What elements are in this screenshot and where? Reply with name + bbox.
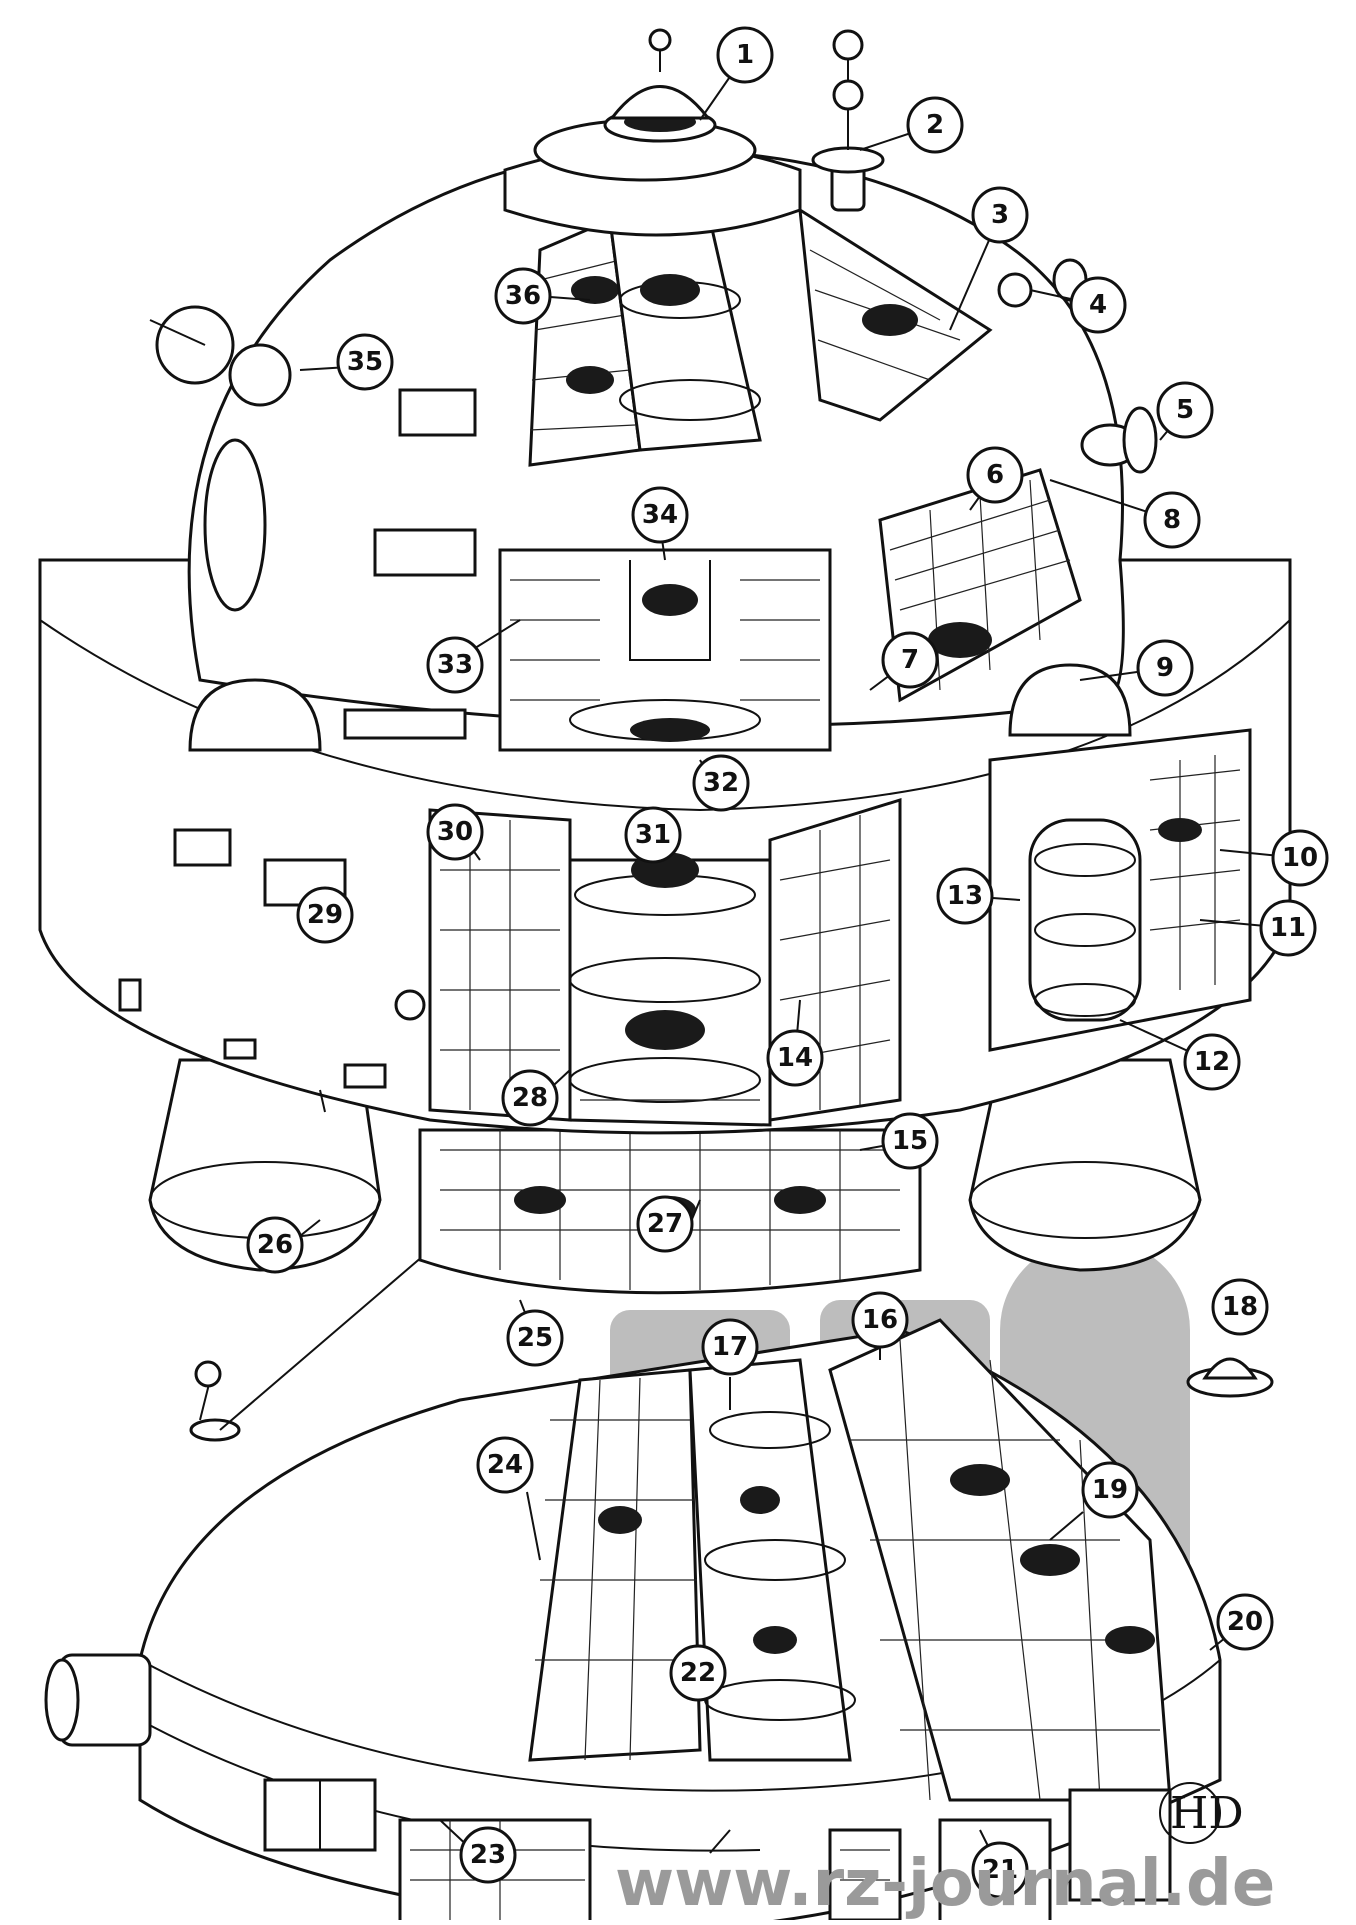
callout-2: 2 <box>906 96 964 154</box>
callout-26: 26 <box>246 1216 304 1274</box>
lower-antenna <box>189 1249 431 1442</box>
callout-6: 6 <box>966 446 1024 504</box>
callout-35-label: 35 <box>347 347 383 377</box>
callout-20-label: 20 <box>1227 1607 1263 1637</box>
callout-12-label: 12 <box>1194 1047 1230 1077</box>
callout-25: 25 <box>506 1309 564 1367</box>
callout-27: 27 <box>636 1195 694 1253</box>
callout-7: 7 <box>881 631 939 689</box>
callout-35: 35 <box>336 333 394 391</box>
callout-28: 28 <box>501 1069 559 1127</box>
watermark-text: www.rz-journal.de <box>615 1847 1275 1920</box>
callout-22-label: 22 <box>680 1658 716 1688</box>
callout-25-label: 25 <box>517 1323 553 1353</box>
callout-34-label: 34 <box>642 500 678 530</box>
callout-2-label: 2 <box>926 110 944 140</box>
top-antenna <box>811 29 885 212</box>
callout-5-label: 5 <box>1176 395 1194 425</box>
callout-1-label: 1 <box>736 40 754 70</box>
callout-26-label: 26 <box>257 1230 293 1260</box>
small-probe <box>1186 1357 1274 1398</box>
callout-8: 8 <box>1143 491 1201 549</box>
callout-30-label: 30 <box>437 817 473 847</box>
callout-9: 9 <box>1136 639 1194 697</box>
callout-11-label: 11 <box>1270 913 1306 943</box>
callout-28-label: 28 <box>512 1083 548 1113</box>
callout-11: 11 <box>1259 899 1317 957</box>
callout-21-label: 21 <box>982 1855 1018 1885</box>
callout-17-label: 17 <box>712 1332 748 1362</box>
callout-32-label: 32 <box>703 768 739 798</box>
callout-19: 19 <box>1081 1461 1139 1519</box>
callout-17: 17 <box>701 1318 759 1376</box>
callout-34: 34 <box>631 486 689 544</box>
callout-10-label: 10 <box>1282 843 1318 873</box>
callout-14: 14 <box>766 1029 824 1087</box>
artist-signature: HD <box>1170 1788 1244 1839</box>
engine-pods <box>148 1058 1202 1272</box>
lower-cutaway-right <box>828 1318 1172 1802</box>
callout-10: 10 <box>1271 829 1329 887</box>
callout-13-label: 13 <box>947 881 983 911</box>
dome-cutaway-middle <box>498 548 832 752</box>
dome-cutaway-right <box>798 207 993 422</box>
callout-30: 30 <box>426 803 484 861</box>
callout-33-label: 33 <box>437 650 473 680</box>
callout-32: 32 <box>692 754 750 812</box>
callout-31: 31 <box>624 806 682 864</box>
callout-4: 4 <box>1069 276 1127 334</box>
side-sensors <box>149 258 1158 474</box>
callout-6-label: 6 <box>986 460 1004 490</box>
top-hub <box>503 28 802 237</box>
callout-13: 13 <box>936 867 994 925</box>
callout-29-label: 29 <box>307 900 343 930</box>
callout-16-label: 16 <box>862 1305 898 1335</box>
dome-cutaway-left <box>528 217 642 467</box>
callouts: 1 2 3 4 5 6 7 8 9 10 11 12 13 14 15 16 1… <box>246 26 1329 1899</box>
callout-24-label: 24 <box>487 1450 523 1480</box>
dome-cutaway-center <box>608 218 762 452</box>
callout-15: 15 <box>881 1112 939 1170</box>
callout-21: 21 <box>971 1841 1029 1899</box>
callout-3-label: 3 <box>991 200 1009 230</box>
callout-27-label: 27 <box>647 1209 683 1239</box>
callout-20: 20 <box>1216 1593 1274 1651</box>
callout-12: 12 <box>1183 1033 1241 1091</box>
callout-5: 5 <box>1156 381 1214 439</box>
callout-18: 18 <box>1211 1278 1269 1336</box>
callout-7-label: 7 <box>901 645 919 675</box>
mid-cutaway-center <box>568 852 772 1127</box>
callout-4-label: 4 <box>1089 290 1107 320</box>
callout-16: 16 <box>851 1291 909 1349</box>
callout-36-label: 36 <box>505 281 541 311</box>
callout-19-label: 19 <box>1092 1475 1128 1505</box>
callout-29: 29 <box>296 886 354 944</box>
right-cutaway <box>988 728 1252 1052</box>
callout-24: 24 <box>476 1436 534 1494</box>
callout-15-label: 15 <box>892 1126 928 1156</box>
callout-14-label: 14 <box>777 1043 813 1073</box>
callout-1: 1 <box>716 26 774 84</box>
callout-31-label: 31 <box>635 820 671 850</box>
callout-23: 23 <box>459 1826 517 1884</box>
callout-23-label: 23 <box>470 1840 506 1870</box>
callout-3: 3 <box>971 186 1029 244</box>
lower-cutaway-center <box>688 1358 856 1762</box>
callout-18-label: 18 <box>1222 1292 1258 1322</box>
callout-36: 36 <box>494 267 552 325</box>
callout-22: 22 <box>669 1644 727 1702</box>
callout-9-label: 9 <box>1156 653 1174 683</box>
callout-33: 33 <box>426 636 484 694</box>
callout-8-label: 8 <box>1163 505 1181 535</box>
